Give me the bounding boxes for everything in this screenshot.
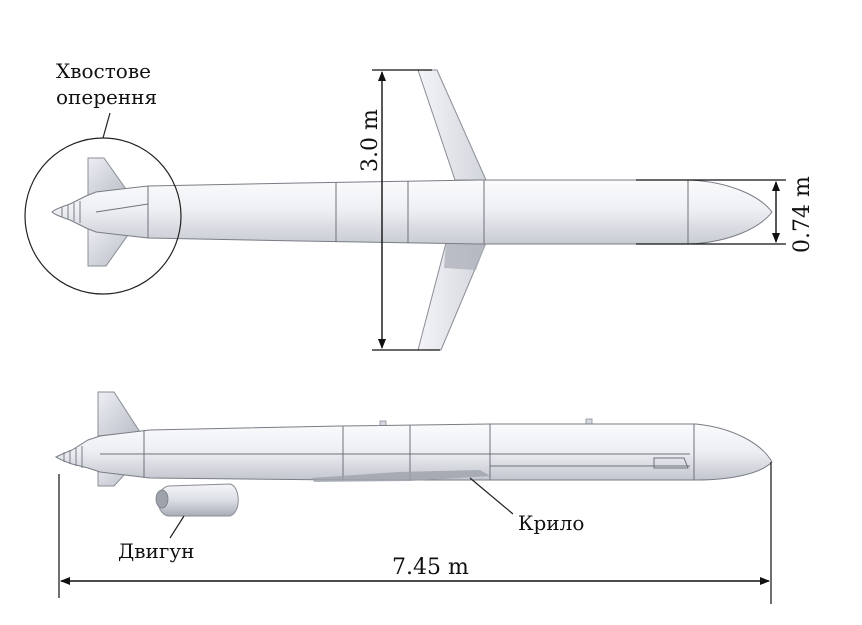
upper-wing	[417, 69, 487, 181]
engine-pod	[155, 483, 239, 517]
wingspan-label: 3.0 m	[358, 109, 383, 172]
top-body	[51, 179, 773, 245]
wing-label-leader	[469, 477, 514, 515]
side-body	[54, 423, 773, 481]
tail-label-line1: Хвостове	[56, 59, 151, 83]
top-view	[51, 69, 773, 351]
length-label: 7.45 m	[392, 555, 469, 580]
tail-label-leader	[102, 112, 111, 139]
engine-label-leader	[169, 515, 185, 539]
diameter-label: 0.74 m	[790, 176, 815, 253]
wingspan-dimension: 3.0 m	[358, 69, 440, 351]
diameter-dimension: 0.74 m	[636, 176, 815, 253]
wing-label: Крило	[518, 511, 584, 535]
side-view	[54, 391, 773, 517]
engine-label: Двигун	[118, 539, 194, 563]
side-vertical-fin	[97, 391, 141, 437]
side-wing-slot	[312, 470, 490, 482]
tail-label-line2: оперення	[56, 85, 157, 109]
length-dimension: 7.45 m	[58, 462, 772, 604]
